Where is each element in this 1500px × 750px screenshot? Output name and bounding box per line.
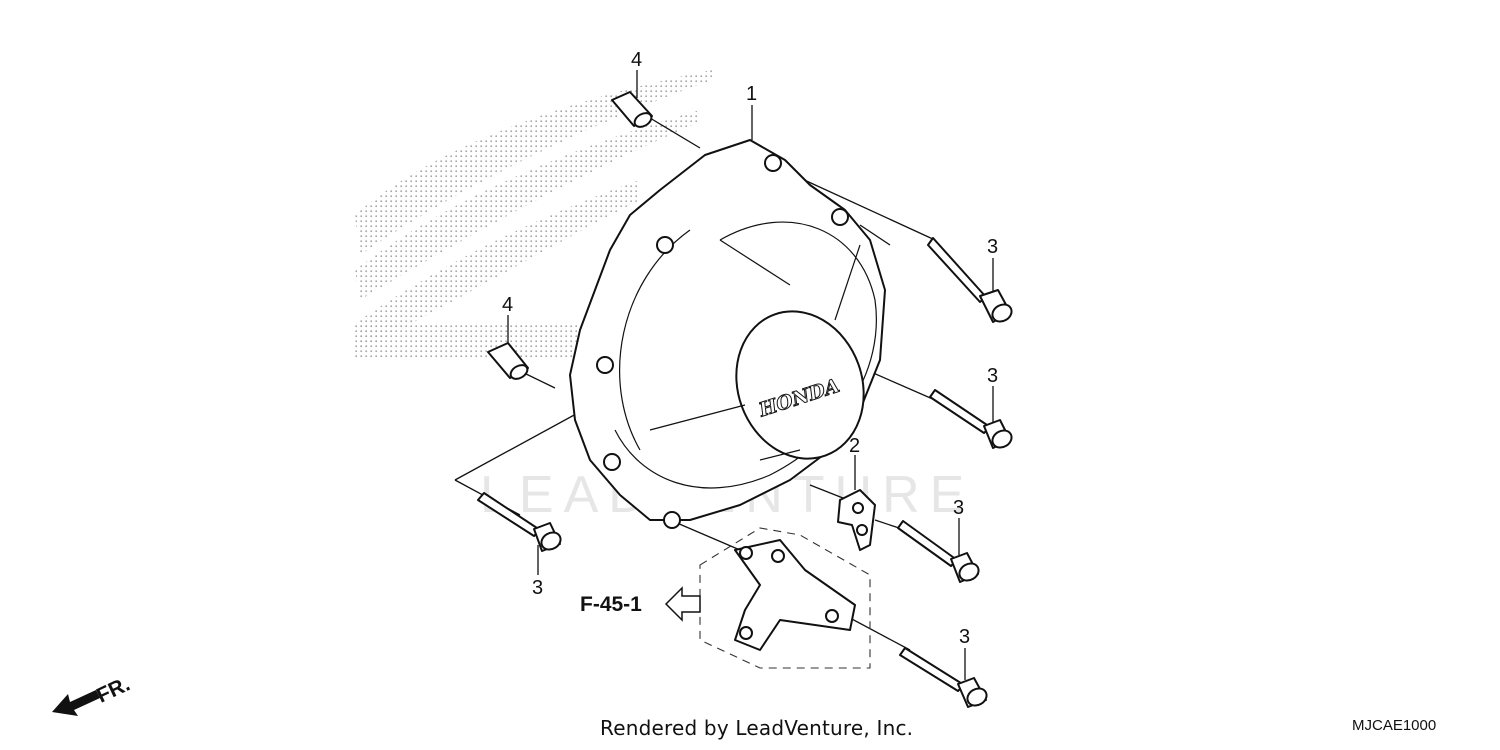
bolt-mid-right (929, 389, 1013, 449)
reference-bracket (699, 527, 871, 669)
rendered-by-footer: Rendered by LeadVenture, Inc. (600, 716, 914, 740)
callout-4-upper: 4 (631, 49, 642, 71)
bolt-lower-right (897, 520, 980, 583)
bolt-left (477, 492, 562, 552)
clamp-bracket (837, 489, 876, 551)
callout-1: 1 (746, 83, 757, 105)
bolt-upper-right (927, 237, 1013, 323)
honda-wing-watermark (355, 70, 712, 360)
dowel-pin-upper (611, 91, 653, 128)
reference-label: F-45-1 (580, 593, 642, 616)
dowel-pin-lower (487, 342, 529, 380)
front-direction-arrow-icon (52, 690, 100, 716)
diagram-code: MJCAE1000 (1352, 717, 1437, 734)
callout-3-upper-right: 3 (987, 236, 998, 258)
callout-3-bottom-right: 3 (959, 626, 970, 648)
callout-2: 2 (849, 435, 860, 457)
callout-4-lower: 4 (502, 294, 513, 316)
generator-cover: HONDA (569, 139, 886, 529)
bolt-bottom-right (899, 647, 988, 708)
callout-3-left: 3 (532, 577, 543, 599)
reference-arrow-icon (664, 586, 701, 622)
callout-3-mid-right: 3 (987, 365, 998, 387)
callout-3-lower-right: 3 (953, 497, 964, 519)
front-direction-label: FR. (93, 673, 133, 708)
